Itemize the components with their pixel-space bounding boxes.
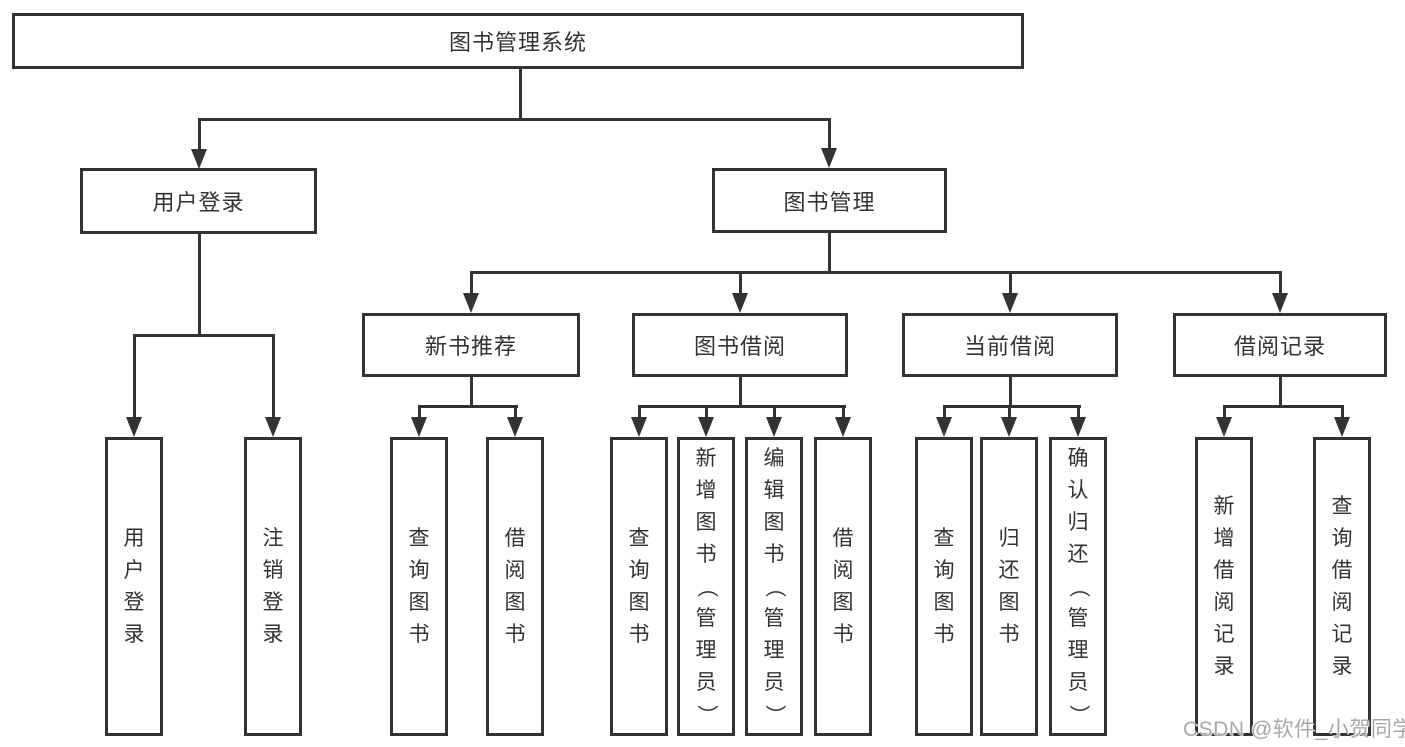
arrowhead-down-icon [732, 293, 748, 313]
node-leaf-query-books-current: 查询图书 [915, 437, 973, 736]
connector-line [519, 67, 522, 121]
node-user-login: 用户登录 [80, 168, 317, 234]
connector-line [842, 405, 845, 419]
connector-line [198, 118, 201, 152]
node-label: 当前借阅 [963, 334, 1056, 359]
node-leaf-add-borrow-record: 新增借阅记录 [1195, 437, 1253, 736]
connector-line [272, 334, 275, 419]
arrowhead-down-icon [1070, 417, 1086, 437]
arrowhead-down-icon [631, 417, 647, 437]
node-label: 借阅记录 [1233, 334, 1326, 359]
connector-line [1223, 405, 1344, 408]
connector-line [638, 405, 641, 419]
arrowhead-down-icon [411, 417, 427, 437]
connector-line [470, 271, 1282, 274]
connector-line [1341, 405, 1344, 419]
connector-line [943, 405, 1081, 408]
arrowhead-down-icon [463, 293, 479, 313]
connector-line [198, 231, 201, 336]
connector-line [1077, 405, 1080, 419]
connector-line [1008, 405, 1011, 419]
node-leaf-borrow-books-recommend: 借阅图书 [486, 437, 544, 736]
arrowhead-down-icon [1334, 417, 1350, 437]
connector-line [1009, 271, 1012, 295]
node-leaf-add-books-admin: 新增图书（管理员） [677, 437, 735, 736]
connector-line [828, 230, 831, 273]
node-leaf-query-borrow-record: 查询借阅记录 [1313, 437, 1371, 736]
connector-line [418, 405, 518, 408]
connector-line [470, 374, 473, 408]
node-leaf-return-books: 归还图书 [980, 437, 1038, 736]
connector-line [133, 334, 136, 419]
connector-line [705, 405, 708, 419]
node-leaf-borrow-books: 借阅图书 [814, 437, 872, 736]
connector-line [418, 405, 421, 419]
node-label: 用户登录 [152, 190, 245, 215]
arrowhead-down-icon [1001, 417, 1017, 437]
arrowhead-down-icon [835, 417, 851, 437]
arrowhead-down-icon [821, 148, 837, 168]
connector-line [1279, 271, 1282, 295]
node-label: 图书管理 [783, 189, 876, 215]
connector-line [514, 405, 517, 419]
connector-line [1279, 374, 1282, 408]
connector-line [470, 271, 473, 295]
node-borrowing-records: 借阅记录 [1173, 313, 1387, 377]
arrowhead-down-icon [126, 417, 142, 437]
node-leaf-confirm-return-admin: 确认归还（管理员） [1049, 437, 1107, 736]
connector-line [638, 405, 846, 408]
connector-line [198, 118, 831, 121]
arrowhead-down-icon [191, 149, 207, 169]
connector-line [739, 271, 742, 295]
node-leaf-query-books-recommend: 查询图书 [390, 437, 448, 736]
arrowhead-down-icon [507, 417, 523, 437]
connector-line [773, 405, 776, 419]
node-leaf-edit-books-admin: 编辑图书（管理员） [745, 437, 803, 736]
arrowhead-down-icon [936, 417, 952, 437]
node-book-management: 图书管理 [712, 168, 947, 233]
connector-line [943, 405, 946, 419]
node-label: 新书推荐 [424, 334, 517, 359]
node-book-borrowing: 图书借阅 [632, 313, 848, 377]
arrowhead-down-icon [1272, 293, 1288, 313]
csdn-watermark: CSDN @软件_小贺同学 [1183, 718, 1405, 741]
node-leaf-query-books-borrow: 查询图书 [610, 437, 668, 736]
node-new-book-recommend: 新书推荐 [362, 313, 580, 377]
connector-line [828, 118, 831, 151]
node-label: 图书管理系统 [448, 30, 587, 55]
node-leaf-logout: 注销登录 [244, 437, 302, 736]
arrowhead-down-icon [1002, 293, 1018, 313]
connector-line [1223, 405, 1226, 419]
connector-line [739, 374, 742, 408]
arrowhead-down-icon [265, 417, 281, 437]
connector-line [133, 334, 275, 337]
connector-line [1009, 374, 1012, 408]
arrowhead-down-icon [1216, 417, 1232, 437]
node-current-borrowing: 当前借阅 [902, 313, 1118, 377]
node-library-system: 图书管理系统 [12, 13, 1024, 69]
node-label: 图书借阅 [693, 334, 786, 359]
arrowhead-down-icon [698, 417, 714, 437]
arrowhead-down-icon [766, 417, 782, 437]
node-leaf-user-login: 用户登录 [105, 437, 163, 736]
